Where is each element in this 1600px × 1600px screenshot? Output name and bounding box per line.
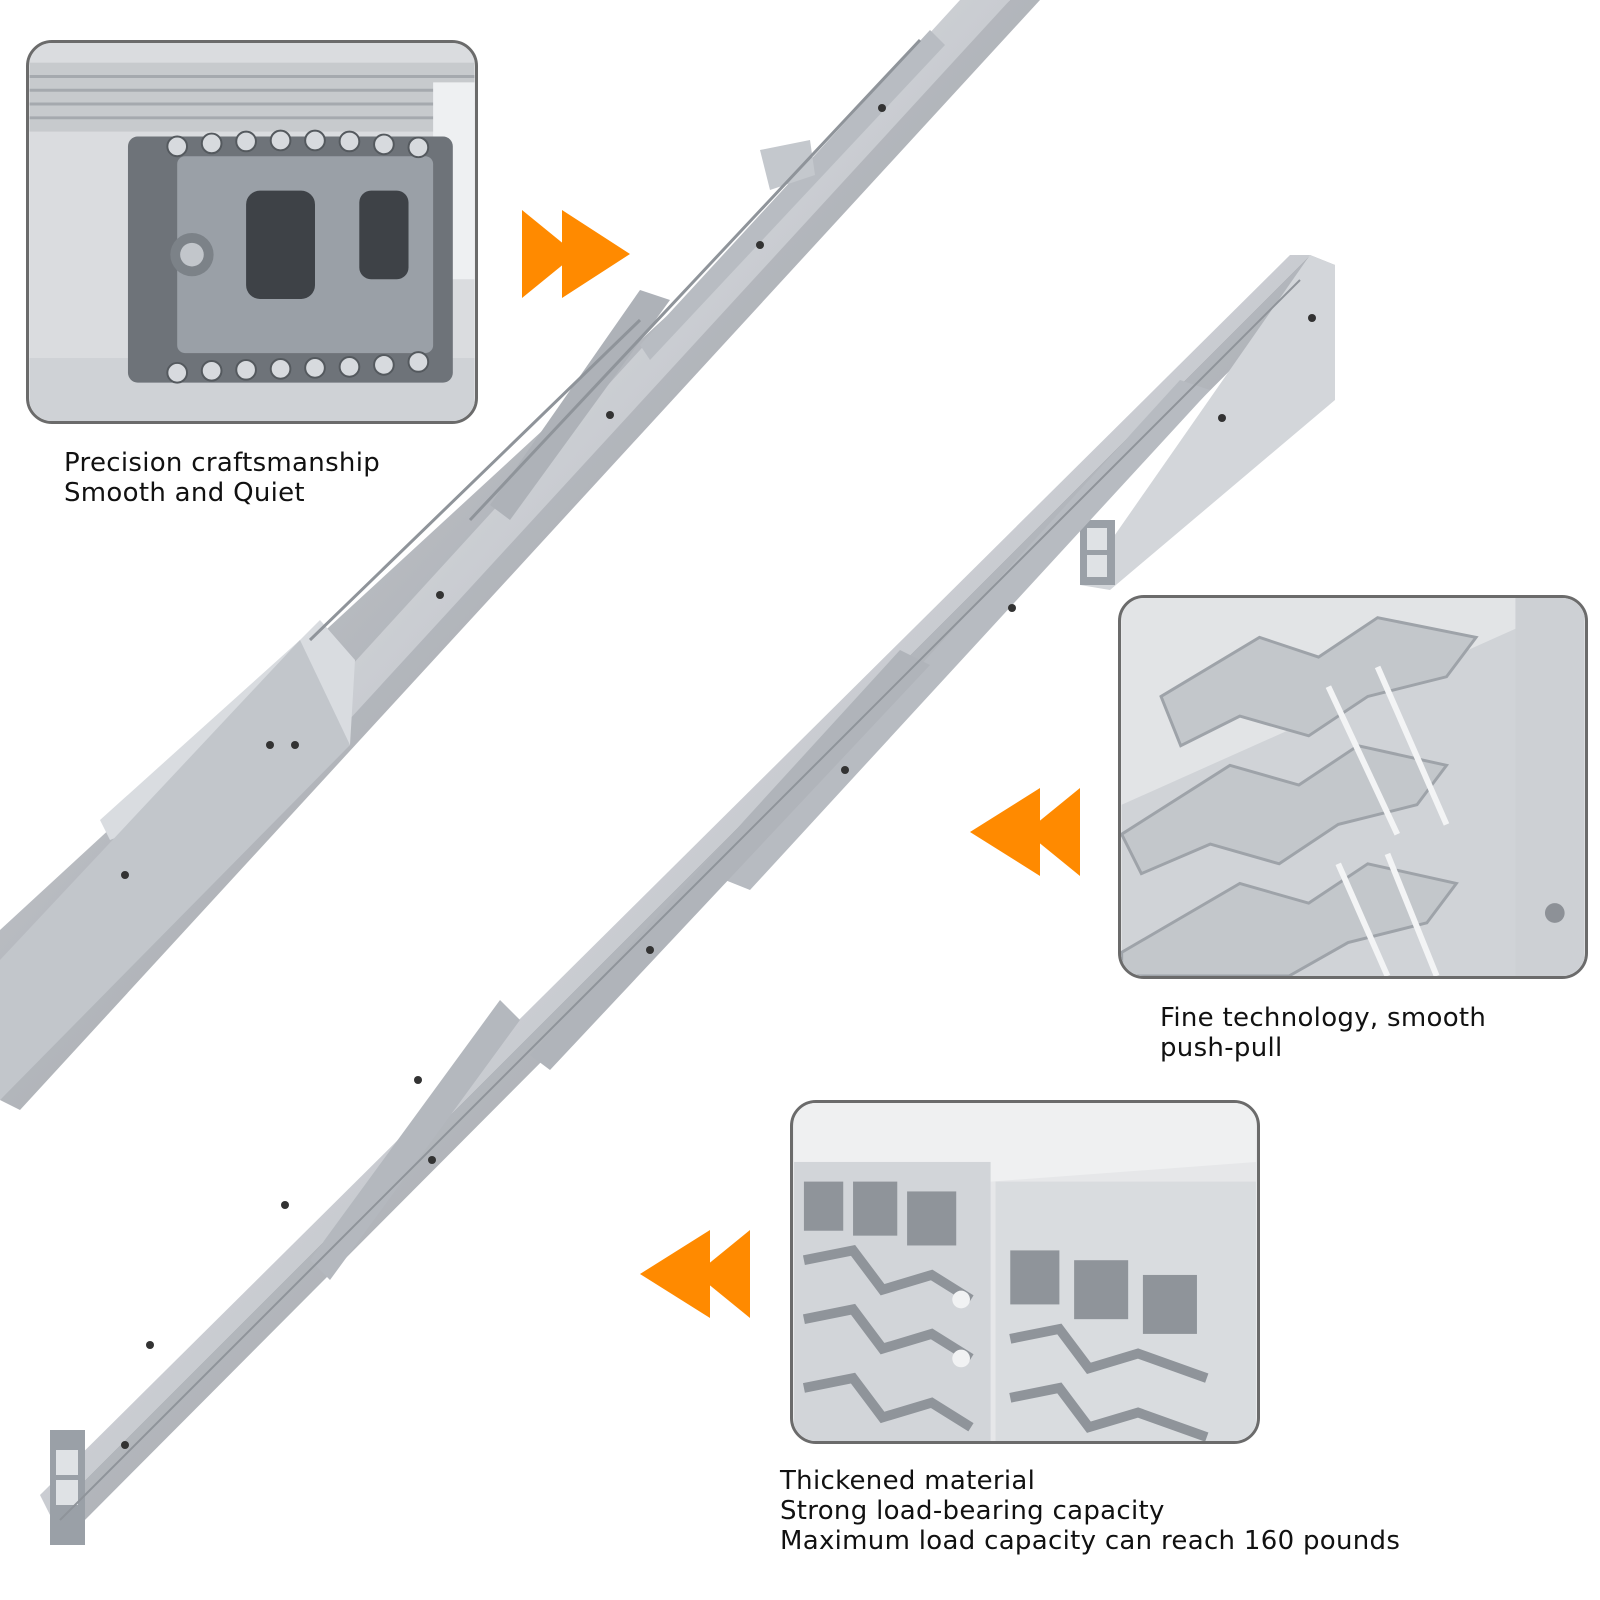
- thickened-rail-cross-section-icon: [794, 1103, 1256, 1441]
- feature-closeup-1: [26, 40, 478, 424]
- caption-line: Thickened material: [780, 1466, 1036, 1496]
- feature-caption-1: Precision craftsmanship Smooth and Quiet: [64, 448, 380, 508]
- caption-line: Precision craftsmanship: [64, 448, 381, 478]
- feature-closeup-2: [1118, 595, 1588, 979]
- caption-line: Fine technology, smooth: [1160, 1003, 1487, 1033]
- double-chevron-left-icon: [970, 788, 1080, 876]
- caption-line: Maximum load capacity can reach 160 poun…: [780, 1526, 1401, 1556]
- feature-caption-2: Fine technology, smooth push-pull: [1160, 1003, 1486, 1063]
- rail-groove-profile-icon: [1121, 598, 1585, 976]
- caption-line: push-pull: [1160, 1033, 1283, 1063]
- caption-line: Smooth and Quiet: [64, 478, 305, 508]
- feature-closeup-3: [790, 1100, 1260, 1444]
- upper-rail: [0, 0, 1040, 1110]
- lower-rail: [40, 255, 1335, 1545]
- feature-caption-3: Thickened material Strong load-bearing c…: [780, 1466, 1400, 1556]
- ball-bearing-carriage-icon: [29, 43, 475, 421]
- double-chevron-left-icon: [640, 1230, 750, 1318]
- double-chevron-right-icon: [522, 210, 630, 298]
- caption-line: Strong load-bearing capacity: [780, 1496, 1165, 1526]
